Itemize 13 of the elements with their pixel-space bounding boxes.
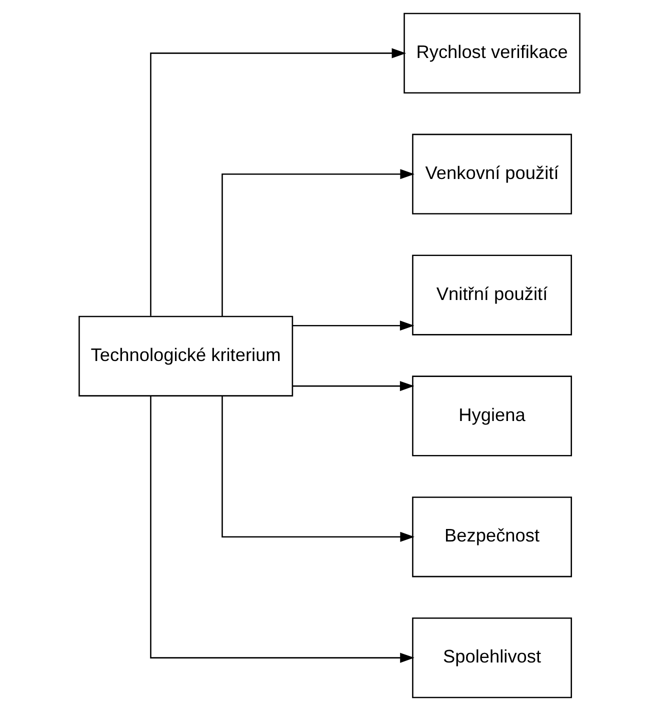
node-box: Bezpečnost [412, 496, 572, 578]
arrow [292, 381, 414, 392]
node-box: Hygiena [412, 376, 572, 456]
arrow [292, 320, 414, 331]
arrow [222, 169, 415, 316]
arrow [222, 396, 415, 542]
node-box: Venkovní použití [412, 134, 572, 214]
node-box: Rychlost verifikace [404, 12, 580, 94]
node-box: Spolehlivost [412, 618, 572, 698]
arrow [150, 396, 414, 663]
arrow [150, 48, 406, 316]
node-box: Technologické kriterium [78, 316, 294, 396]
node-box: Vnitřní použití [412, 254, 572, 336]
